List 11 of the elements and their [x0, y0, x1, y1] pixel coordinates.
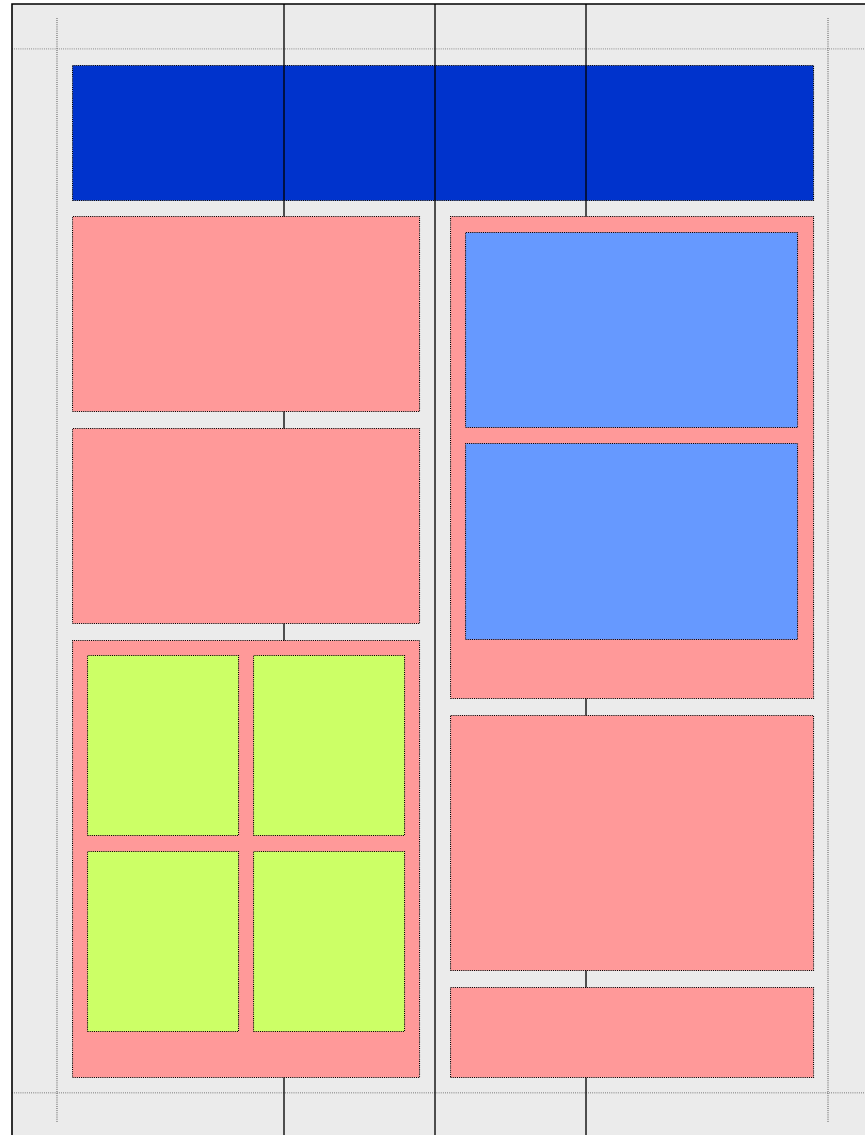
panel-box [450, 987, 815, 1079]
inner-box [465, 443, 799, 641]
panel-box [72, 216, 421, 413]
inner-box [465, 232, 799, 429]
inner-box [253, 655, 406, 837]
inner-box [253, 851, 406, 1033]
inner-box [87, 851, 240, 1033]
panel-box [72, 428, 421, 625]
panel-box [450, 715, 815, 972]
header-box [72, 65, 815, 202]
inner-box [87, 655, 240, 837]
